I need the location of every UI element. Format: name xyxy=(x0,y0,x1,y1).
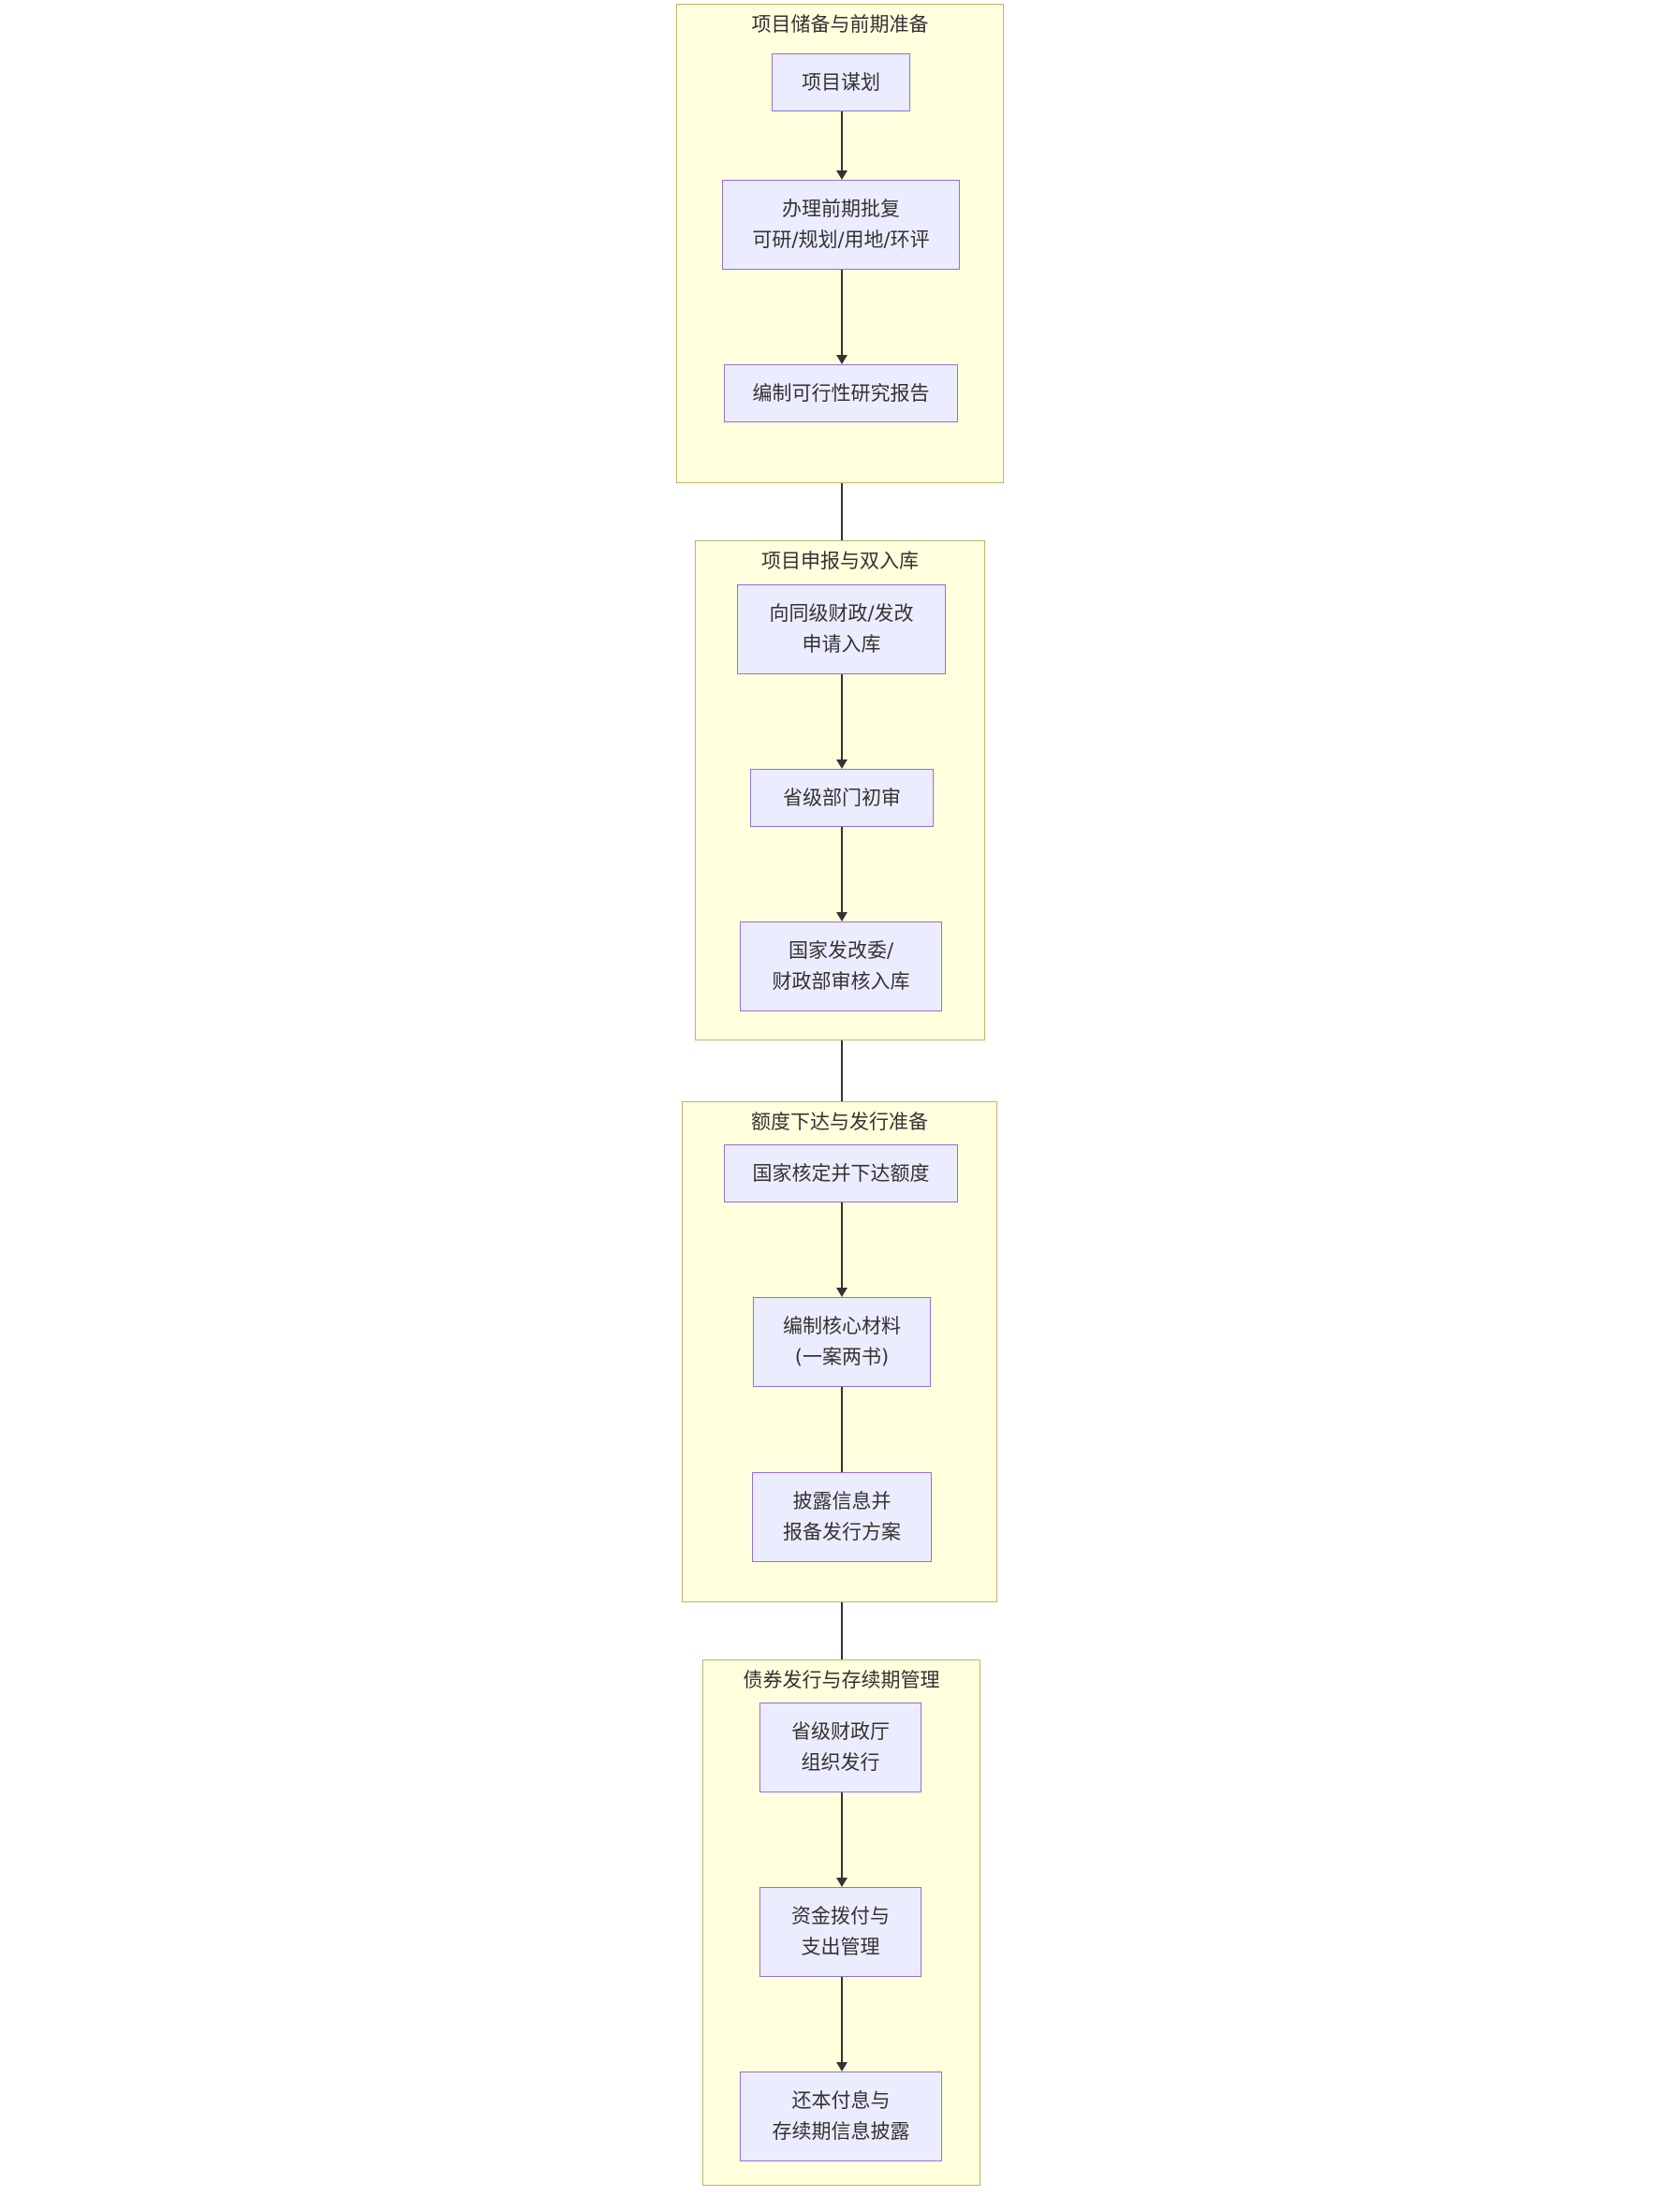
node-preliminary-approval[interactable]: 办理前期批复 可研/规划/用地/环评 xyxy=(722,180,960,270)
node-provincial-review[interactable]: 省级部门初审 xyxy=(750,769,934,827)
node-repayment-disclosure[interactable]: 还本付息与 存续期信息披露 xyxy=(740,2072,942,2161)
node-national-approval-storage[interactable]: 国家发改委/ 财政部审核入库 xyxy=(740,922,942,1011)
cluster-title-1: 项目储备与前期准备 xyxy=(751,13,929,36)
cluster-title-2: 项目申报与双入库 xyxy=(761,550,919,572)
cluster-title-3: 额度下达与发行准备 xyxy=(751,1111,928,1133)
node-feasibility-report[interactable]: 编制可行性研究报告 xyxy=(724,364,958,422)
cluster-title-4: 债券发行与存续期管理 xyxy=(743,1669,940,1691)
node-provincial-issuance[interactable]: 省级财政厅 组织发行 xyxy=(759,1703,921,1792)
node-project-planning[interactable]: 项目谋划 xyxy=(772,53,910,111)
node-apply-storage[interactable]: 向同级财政/发改 申请入库 xyxy=(737,584,946,674)
node-fund-disbursement[interactable]: 资金拨付与 支出管理 xyxy=(759,1887,921,1977)
node-disclose-and-file[interactable]: 披露信息并 报备发行方案 xyxy=(752,1472,932,1562)
node-quota-allocation[interactable]: 国家核定并下达额度 xyxy=(724,1144,958,1202)
node-core-materials[interactable]: 编制核心材料 (一案两书) xyxy=(753,1297,931,1387)
